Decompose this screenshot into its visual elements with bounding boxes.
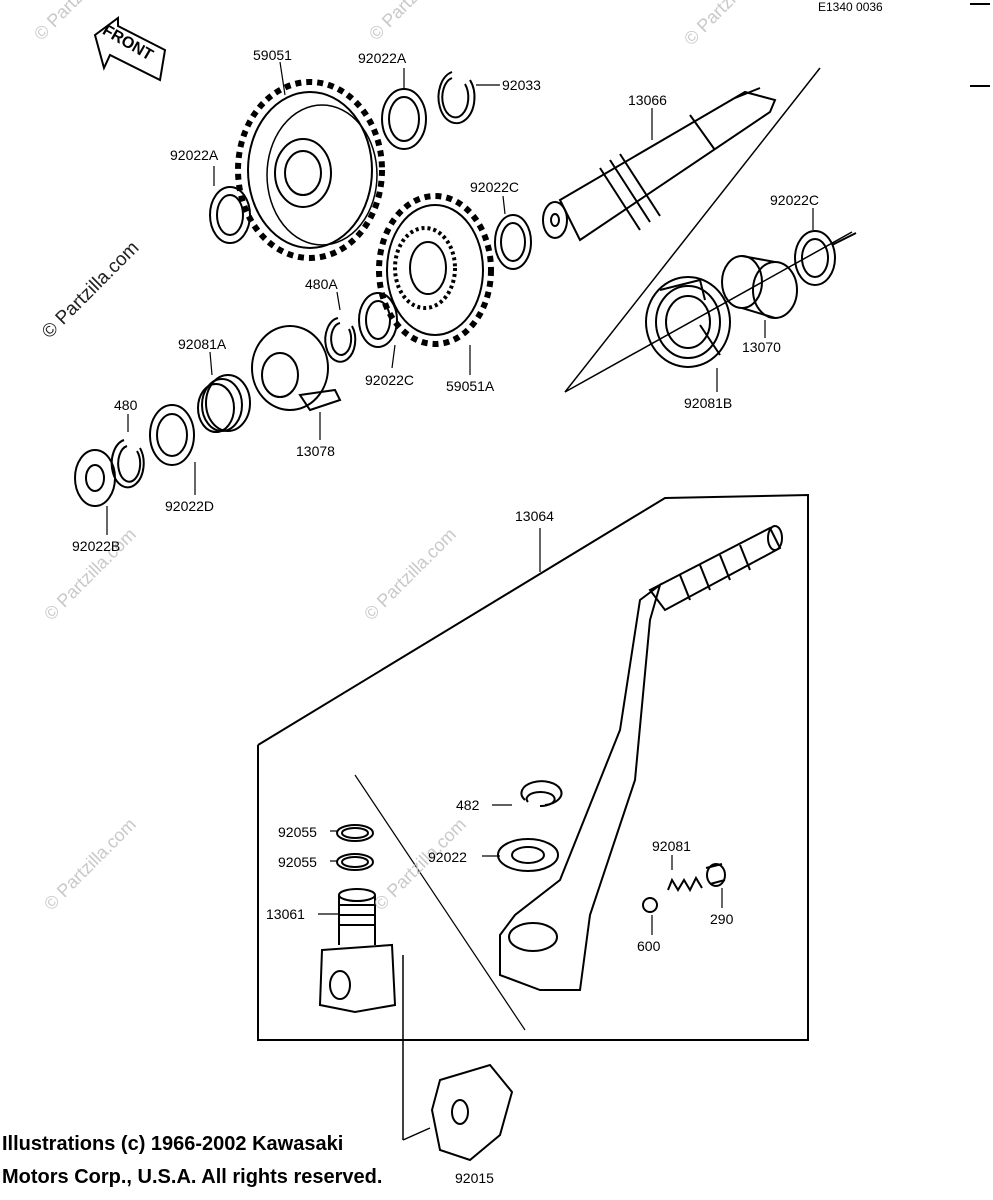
lever-group-outline bbox=[257, 493, 809, 1041]
circlip-480 bbox=[110, 439, 145, 489]
lever-inner-line bbox=[402, 1127, 431, 1141]
spring-92081A bbox=[197, 374, 251, 433]
circlip-480A bbox=[324, 317, 357, 363]
label-92081: 92081 bbox=[652, 838, 691, 854]
washer-92022 bbox=[497, 838, 559, 872]
label-92022A-left: 92022A bbox=[170, 147, 219, 163]
front-arrow bbox=[93, 16, 167, 82]
washer-92022D bbox=[149, 404, 195, 466]
label-92022B: 92022B bbox=[72, 538, 121, 554]
label-480A: 480A bbox=[305, 276, 338, 292]
shaft-13061 bbox=[318, 888, 397, 1014]
shaft-13066 bbox=[542, 87, 777, 242]
plug-290 bbox=[705, 863, 726, 887]
label-92022C-low: 92022C bbox=[365, 372, 415, 388]
label-92022C-right: 92022C bbox=[770, 192, 820, 208]
clip-482 bbox=[520, 780, 563, 808]
label-13066: 13066 bbox=[628, 92, 667, 108]
label-92081B: 92081B bbox=[684, 395, 733, 411]
circlip-92033 bbox=[437, 71, 476, 125]
label-92022A-top: 92022A bbox=[358, 50, 407, 66]
label-92022: 92022 bbox=[428, 849, 467, 865]
spring-92081 bbox=[667, 875, 703, 893]
ball-600 bbox=[642, 897, 658, 913]
label-290: 290 bbox=[710, 911, 734, 927]
label-482: 482 bbox=[456, 797, 480, 813]
diagram-code: E1340 0036 bbox=[818, 0, 883, 14]
gear-59051 bbox=[235, 79, 385, 261]
kick-lever-13064 bbox=[499, 525, 783, 991]
lever-inner-line bbox=[354, 774, 526, 1031]
label-92022C-mid: 92022C bbox=[470, 179, 520, 195]
label-13064: 13064 bbox=[515, 508, 554, 524]
copyright-line-2: Motors Corp., U.S.A. All rights reserved… bbox=[2, 1166, 383, 1188]
washer-92022C-mid bbox=[494, 214, 532, 270]
label-92015: 92015 bbox=[455, 1170, 494, 1186]
ratchet-13078 bbox=[251, 325, 342, 412]
label-59051A: 59051A bbox=[446, 378, 495, 394]
label-480: 480 bbox=[114, 397, 138, 413]
o-ring-92055-b bbox=[336, 853, 374, 871]
label-13061: 13061 bbox=[266, 906, 305, 922]
label-13078: 13078 bbox=[296, 443, 335, 459]
label-92055-b: 92055 bbox=[278, 854, 317, 870]
label-13070: 13070 bbox=[742, 339, 781, 355]
washer-92022C-right bbox=[794, 230, 857, 286]
nut-92015 bbox=[430, 1063, 514, 1162]
label-92033: 92033 bbox=[502, 77, 541, 93]
copyright-line-1: Illustrations (c) 1966-2002 Kawasaki bbox=[2, 1133, 344, 1155]
label-92055-a: 92055 bbox=[278, 824, 317, 840]
washer-92022A-top bbox=[381, 88, 427, 150]
washer-92022C-low bbox=[358, 292, 398, 348]
collar-13070 bbox=[721, 255, 798, 319]
gear-59051A bbox=[376, 193, 494, 347]
label-92081A: 92081A bbox=[178, 336, 227, 352]
label-600: 600 bbox=[637, 938, 661, 954]
spring-92081B bbox=[645, 276, 731, 368]
washer-92022A-left bbox=[209, 186, 251, 244]
o-ring-92055-a bbox=[336, 824, 374, 842]
label-92022D: 92022D bbox=[165, 498, 215, 514]
washer-92022B bbox=[74, 449, 116, 507]
label-59051: 59051 bbox=[253, 47, 292, 63]
shaft-group-outline bbox=[564, 67, 853, 393]
